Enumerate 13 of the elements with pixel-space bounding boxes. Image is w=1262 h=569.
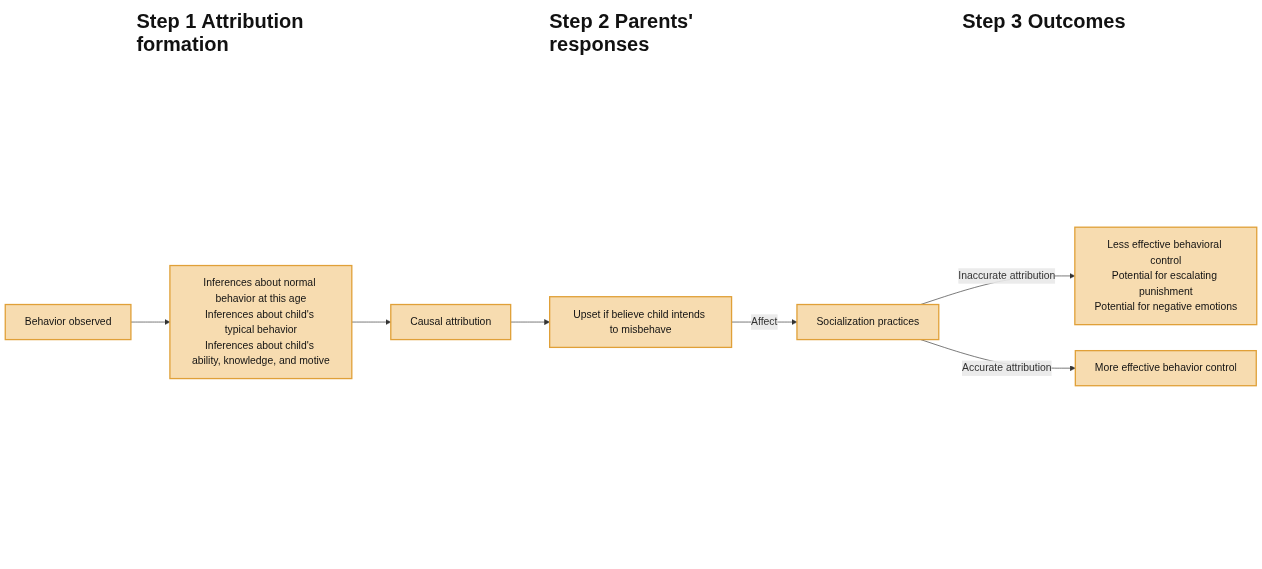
- step-heading: Step 3 Outcomes: [962, 10, 1126, 34]
- step-heading: Step 1 Attribution formation: [136, 10, 305, 56]
- node-box: Causal attribution: [390, 303, 512, 340]
- node-box: Less effective behavioral control Potential for escalating punishment Potential for negative emotions: [1074, 226, 1258, 325]
- node-box: Socialization practices: [796, 303, 940, 340]
- node-box: Behavior observed: [4, 303, 132, 340]
- node-box: Inferences about normal behavior at this age Inferences about child's typical behavior Inferences about child's ability, knowledge, and motive: [169, 264, 353, 379]
- edge-label: Affect: [751, 315, 778, 327]
- edge-label: Accurate attribution: [962, 361, 1052, 373]
- step-heading: Step 2 Parents' responses: [549, 10, 694, 56]
- node-box: More effective behavior control: [1074, 349, 1257, 386]
- edge-label: Inaccurate attribution: [958, 269, 1056, 281]
- node-box: Upset if believe child intends to misbehave: [549, 295, 733, 348]
